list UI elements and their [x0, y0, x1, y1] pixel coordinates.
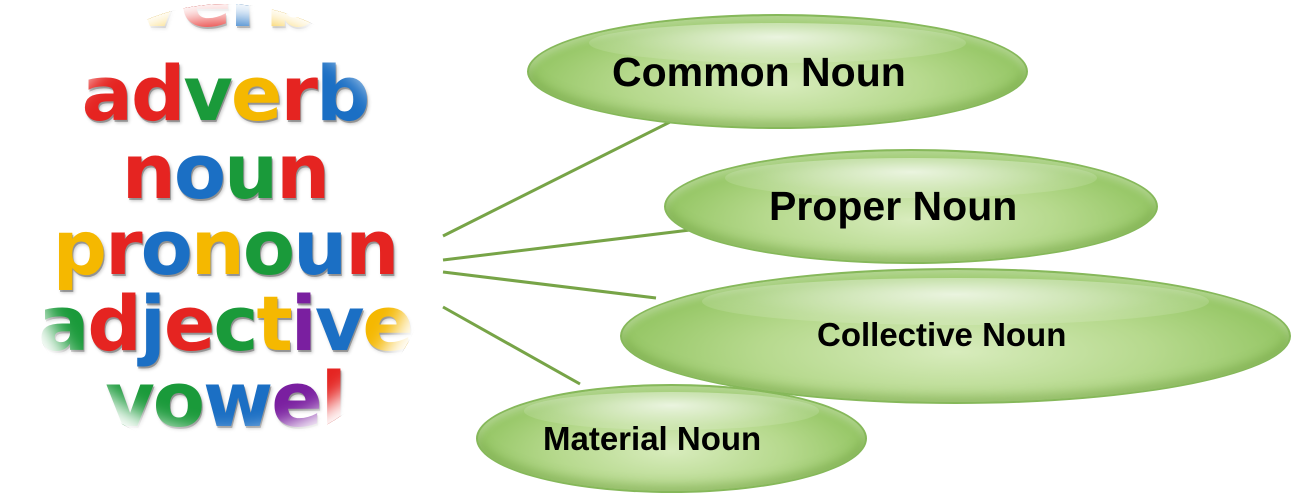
collective-noun-bubble — [620, 268, 1291, 404]
letter-magnet: j — [139, 279, 166, 368]
letter-magnet: v — [314, 279, 365, 368]
proper-noun-label: Proper Noun — [769, 183, 1018, 229]
letter-magnet: o — [173, 127, 226, 216]
letter-magnet: o — [140, 203, 193, 292]
letter-magnet: e — [163, 279, 216, 368]
proper-noun-bubble — [664, 149, 1158, 264]
letter-magnet: o — [152, 355, 205, 444]
letter-magnet: b — [265, 4, 319, 38]
word-row-vowel: vowel — [12, 362, 438, 438]
connector-collective — [442, 270, 657, 300]
collective-noun-label: Collective Noun — [817, 316, 1067, 353]
letter-magnet: v — [133, 4, 183, 38]
letter-magnet: u — [293, 203, 347, 292]
common-noun-bubble — [527, 14, 1028, 129]
letter-magnet: e — [180, 4, 232, 38]
letter-magnet: n — [190, 203, 245, 292]
connector-material — [442, 305, 581, 386]
letter-magnet: d — [130, 49, 185, 138]
material-noun-bubble — [476, 384, 867, 493]
letter-magnet: a — [81, 49, 133, 138]
letter-magnet: v — [183, 49, 233, 138]
letter-magnet: r — [105, 203, 143, 292]
word-row-verb: verb — [12, 4, 438, 38]
word-row-adjective: adjective — [12, 286, 438, 362]
letter-magnet: o — [174, 434, 226, 453]
word-row-pronoun: pronoun — [12, 210, 438, 286]
word-row-partial-bottom: noun — [12, 434, 438, 453]
letter-magnet: n — [276, 434, 330, 453]
letter-magnet: p — [52, 203, 107, 292]
letter-magnet: r — [230, 4, 268, 38]
letter-magnet: r — [280, 49, 318, 138]
letter-magnet: n — [122, 434, 176, 453]
letter-magnet: l — [320, 355, 347, 444]
letter-magnet: t — [256, 279, 292, 368]
connector-common — [442, 119, 673, 238]
letter-magnet: i — [290, 279, 317, 368]
connector-proper — [442, 228, 691, 262]
letter-magnet: o — [242, 203, 295, 292]
letter-magnet: n — [345, 203, 399, 292]
common-noun-label: Common Noun — [612, 49, 906, 95]
letter-magnet: v — [105, 355, 155, 444]
letter-magnet: c — [213, 279, 258, 368]
letter-magnet: u — [224, 127, 278, 216]
letter-magnet: e — [271, 355, 323, 444]
word-picture-circle: verb adverb noun pronoun adjective vowel… — [12, 4, 438, 452]
letter-magnet: n — [121, 127, 176, 216]
letter-magnet: e — [230, 49, 283, 138]
material-noun-label: Material Noun — [543, 420, 762, 457]
letter-magnet: w — [202, 355, 273, 444]
letter-magnet: n — [276, 127, 330, 216]
word-row-adverb: adverb — [12, 56, 438, 132]
letter-magnet: u — [224, 434, 278, 453]
letter-magnet: d — [87, 279, 141, 368]
letter-magnet: b — [315, 49, 370, 138]
letter-magnet: e — [362, 279, 414, 368]
word-row-noun: noun — [12, 134, 438, 210]
letter-magnet: a — [38, 279, 89, 368]
